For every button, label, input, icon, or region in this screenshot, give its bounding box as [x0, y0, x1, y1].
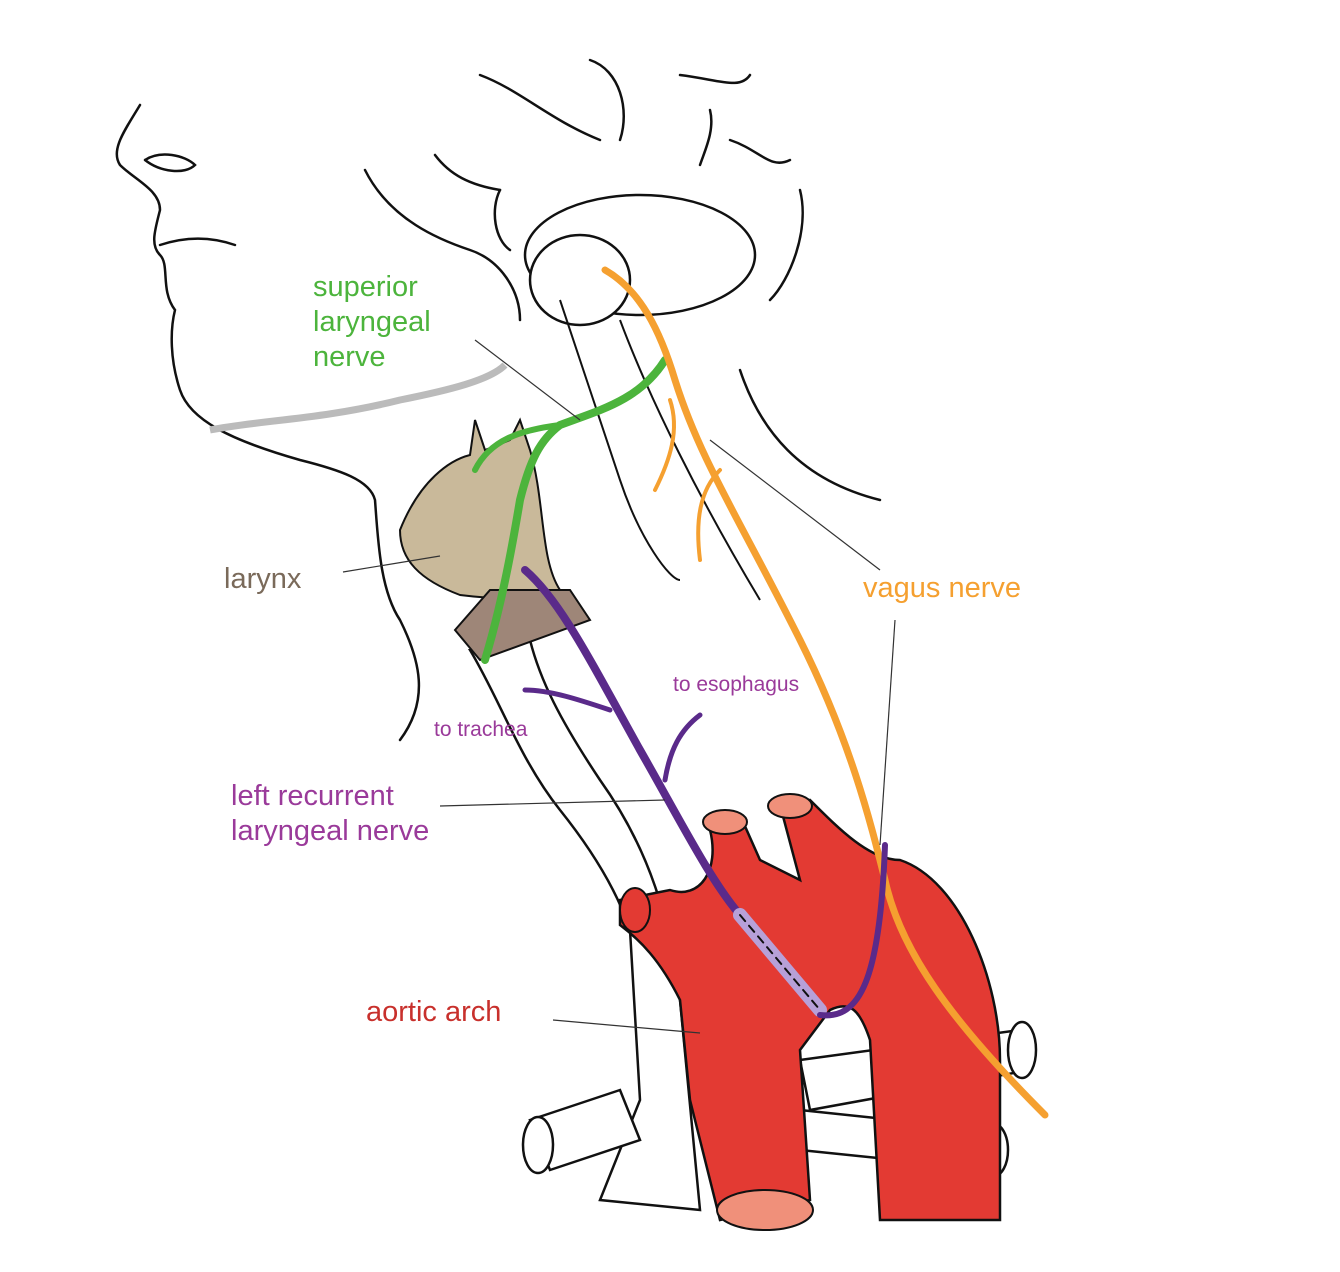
label-line: superior	[313, 271, 418, 303]
vagus-nerve	[601, 266, 1049, 1119]
jaw-shadow	[209, 362, 508, 434]
aortic-arch-label: aortic arch	[366, 996, 502, 1028]
label-line: left recurrent	[231, 780, 394, 812]
superior-laryngeal-nerve	[472, 356, 669, 664]
label-line: laryngeal nerve	[231, 815, 430, 847]
vagus-nerve-label: vagus nerve	[863, 572, 1021, 604]
skull-base	[523, 193, 761, 601]
to-trachea-label: to trachea	[434, 718, 528, 741]
leader-lines	[342, 339, 896, 1034]
larynx-label: larynx	[224, 563, 302, 595]
recurrent-laryngeal-nerve	[521, 566, 888, 1019]
label-line: laryngeal	[313, 306, 431, 338]
to-esophagus-label: to esophagus	[673, 673, 800, 696]
label-line: nerve	[313, 341, 386, 373]
head-outline	[115, 58, 882, 742]
aorta	[618, 793, 1002, 1231]
